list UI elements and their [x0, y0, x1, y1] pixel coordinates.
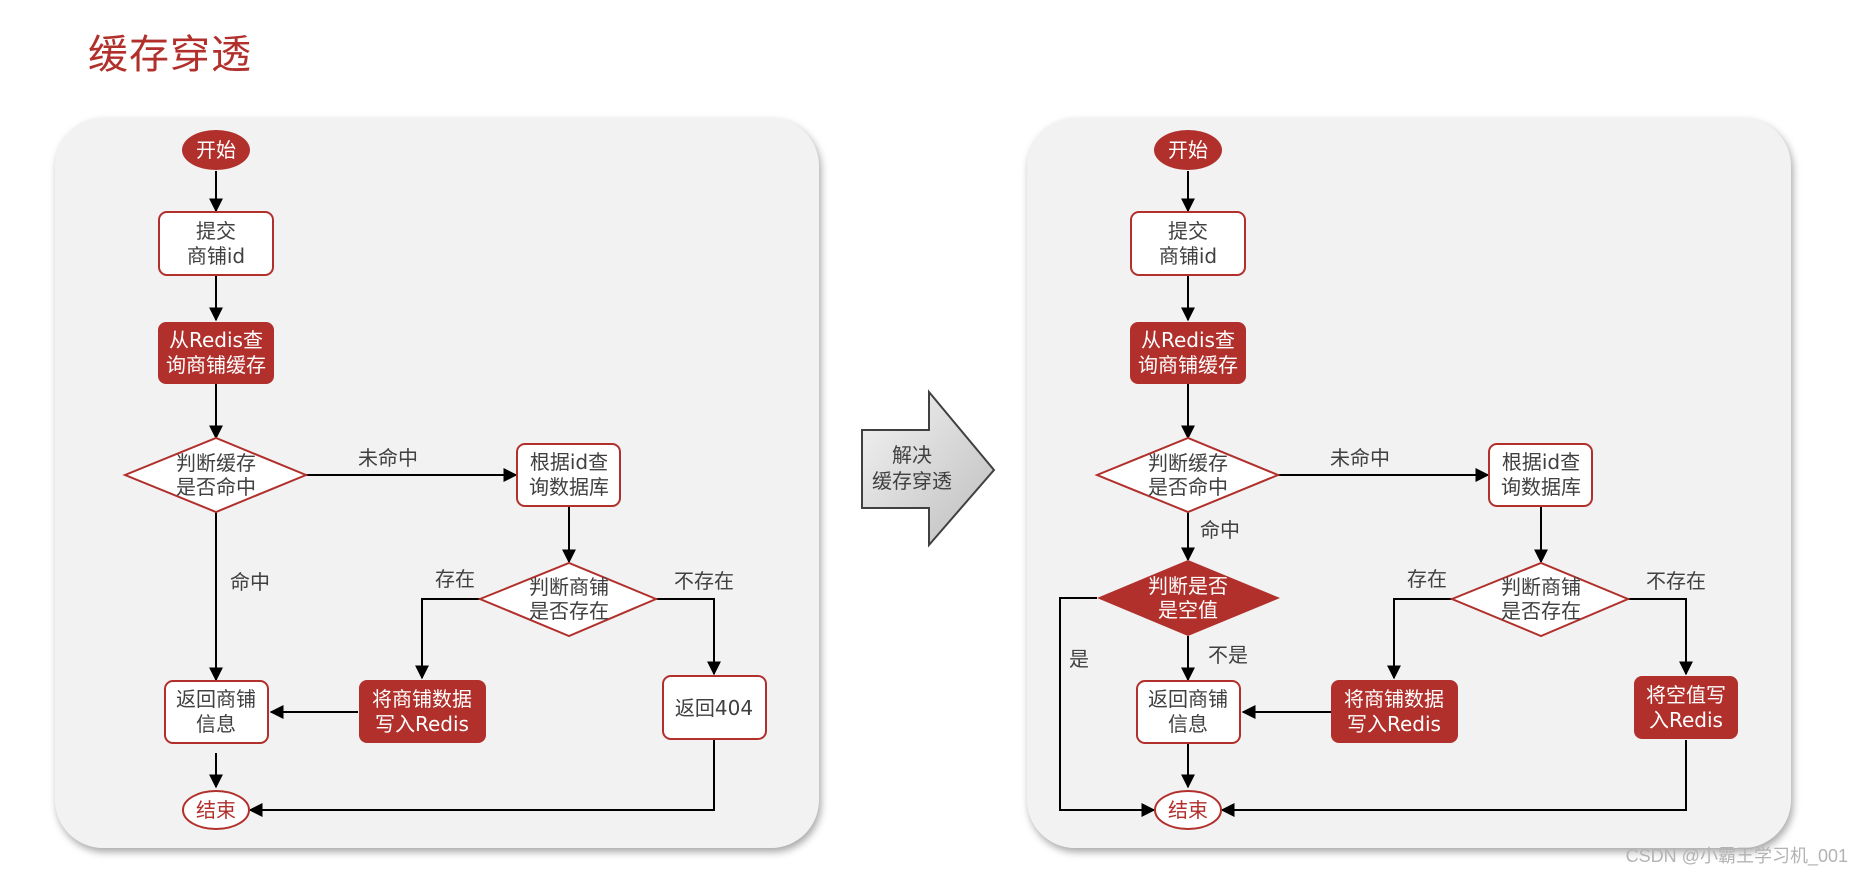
query-db-node: 根据id查 询数据库 — [516, 443, 621, 507]
r-judge-cache-hit-node: 判断缓存 是否命中 — [1094, 436, 1281, 514]
judge-exist-line2: 是否存在 — [529, 599, 609, 623]
write-redis-node: 将商铺数据 写入Redis — [359, 680, 486, 743]
r-judge-null-line2: 是空值 — [1158, 598, 1218, 622]
r-judge-null-node: 判断是否 是空值 — [1097, 560, 1280, 636]
judge-hit-line2: 是否命中 — [176, 475, 256, 499]
r-edge-label-not-exists: 不存在 — [1646, 569, 1706, 593]
judge-shop-exists-node: 判断商铺 是否存在 — [477, 561, 659, 638]
r-query-redis-line1: 从Redis查 — [1141, 328, 1235, 352]
left-flowchart: 开始 提交 商铺id 从Redis查 询商铺缓存 判断缓存 是否命中 根据id查… — [122, 130, 767, 830]
r-edge-is-null — [1059, 597, 1156, 817]
r-write-redis-node: 将商铺数据 写入Redis — [1331, 680, 1458, 743]
r-submit-line1: 提交 — [1168, 219, 1208, 243]
r-return-shop-line1: 返回商铺 — [1148, 687, 1228, 711]
return-shop-line1: 返回商铺 — [176, 687, 256, 711]
r-judge-null-line1: 判断是否 — [1148, 574, 1228, 598]
arrow-label-line2: 缓存穿透 — [872, 469, 952, 493]
r-query-db-node: 根据id查 询数据库 — [1488, 443, 1593, 507]
submit-label-line1: 提交 — [196, 219, 236, 243]
return-404-node: 返回404 — [662, 675, 767, 740]
return-404-label: 返回404 — [675, 696, 753, 720]
page-title: 缓存穿透 — [88, 32, 252, 78]
right-flowchart: 开始 提交 商铺id 从Redis查 询商铺缓存 判断缓存 是否命中 判断是否 … — [1059, 130, 1738, 830]
r-edge-label-no: 不是 — [1208, 643, 1248, 667]
r-edge-label-hit: 命中 — [1200, 518, 1240, 542]
query-db-line1: 根据id查 — [530, 450, 608, 474]
r-submit-line2: 商铺id — [1159, 244, 1217, 268]
r-end-node: 结束 — [1154, 790, 1222, 830]
query-redis-line1: 从Redis查 — [169, 328, 263, 352]
solve-arrow: 解决 缓存穿透 — [861, 389, 996, 548]
submit-shop-id-node: 提交 商铺id — [158, 211, 274, 276]
r-query-redis-node: 从Redis查 询商铺缓存 — [1130, 322, 1246, 384]
r-edge-not-exists — [1628, 598, 1693, 676]
submit-label-line2: 商铺id — [187, 244, 245, 268]
r-query-db-line1: 根据id查 — [1502, 450, 1580, 474]
query-redis-node: 从Redis查 询商铺缓存 — [158, 322, 274, 384]
edge-not-exists — [656, 598, 721, 676]
end-label: 结束 — [196, 798, 236, 822]
edge-label-hit: 命中 — [230, 570, 270, 594]
r-start-node: 开始 — [1154, 130, 1222, 170]
query-redis-line2: 询商铺缓存 — [166, 353, 266, 377]
edge-404-end — [248, 740, 715, 817]
end-node: 结束 — [182, 790, 250, 830]
r-return-shop-line2: 信息 — [1168, 712, 1208, 736]
start-node: 开始 — [182, 130, 250, 170]
r-edge-label-yes: 是 — [1069, 647, 1089, 671]
r-judge-exist-line1: 判断商铺 — [1501, 575, 1581, 599]
edge-label-miss: 未命中 — [358, 446, 418, 470]
judge-cache-hit-node: 判断缓存 是否命中 — [122, 436, 309, 514]
r-judge-shop-exists-node: 判断商铺 是否存在 — [1449, 561, 1631, 638]
r-start-label: 开始 — [1168, 138, 1208, 162]
r-write-redis-line1: 将商铺数据 — [1344, 687, 1444, 711]
write-redis-line1: 将商铺数据 — [372, 687, 472, 711]
r-edge-exists — [1387, 598, 1452, 680]
r-judge-exist-line2: 是否存在 — [1501, 599, 1581, 623]
arrow-label-line1: 解决 — [892, 443, 932, 467]
judge-hit-line1: 判断缓存 — [176, 451, 256, 475]
watermark: CSDN @小霸王学习机_001 — [1625, 846, 1848, 866]
r-return-shop-info-node: 返回商铺 信息 — [1136, 680, 1241, 744]
r-write-redis-line2: 写入Redis — [1347, 712, 1441, 736]
r-submit-shop-id-node: 提交 商铺id — [1130, 211, 1246, 276]
query-db-line2: 询数据库 — [529, 475, 609, 499]
r-edge-label-exists: 存在 — [1407, 567, 1447, 591]
r-edge-label-miss: 未命中 — [1330, 446, 1390, 470]
r-end-label: 结束 — [1168, 798, 1208, 822]
edge-label-exists: 存在 — [435, 567, 475, 591]
r-judge-hit-line1: 判断缓存 — [1148, 451, 1228, 475]
write-redis-line2: 写入Redis — [375, 712, 469, 736]
r-judge-hit-line2: 是否命中 — [1148, 475, 1228, 499]
r-write-null-line1: 将空值写 — [1646, 683, 1726, 707]
edge-label-not-exists: 不存在 — [674, 569, 734, 593]
r-write-null-line2: 入Redis — [1649, 708, 1723, 732]
return-shop-line2: 信息 — [196, 712, 236, 736]
return-shop-info-node: 返回商铺 信息 — [164, 680, 269, 744]
r-edge-null-end — [1220, 740, 1687, 817]
r-query-redis-line2: 询商铺缓存 — [1138, 353, 1238, 377]
edge-exists — [415, 598, 480, 680]
judge-exist-line1: 判断商铺 — [529, 575, 609, 599]
r-write-null-node: 将空值写 入Redis — [1634, 676, 1738, 739]
r-query-db-line2: 询数据库 — [1501, 475, 1581, 499]
start-label: 开始 — [196, 138, 236, 162]
